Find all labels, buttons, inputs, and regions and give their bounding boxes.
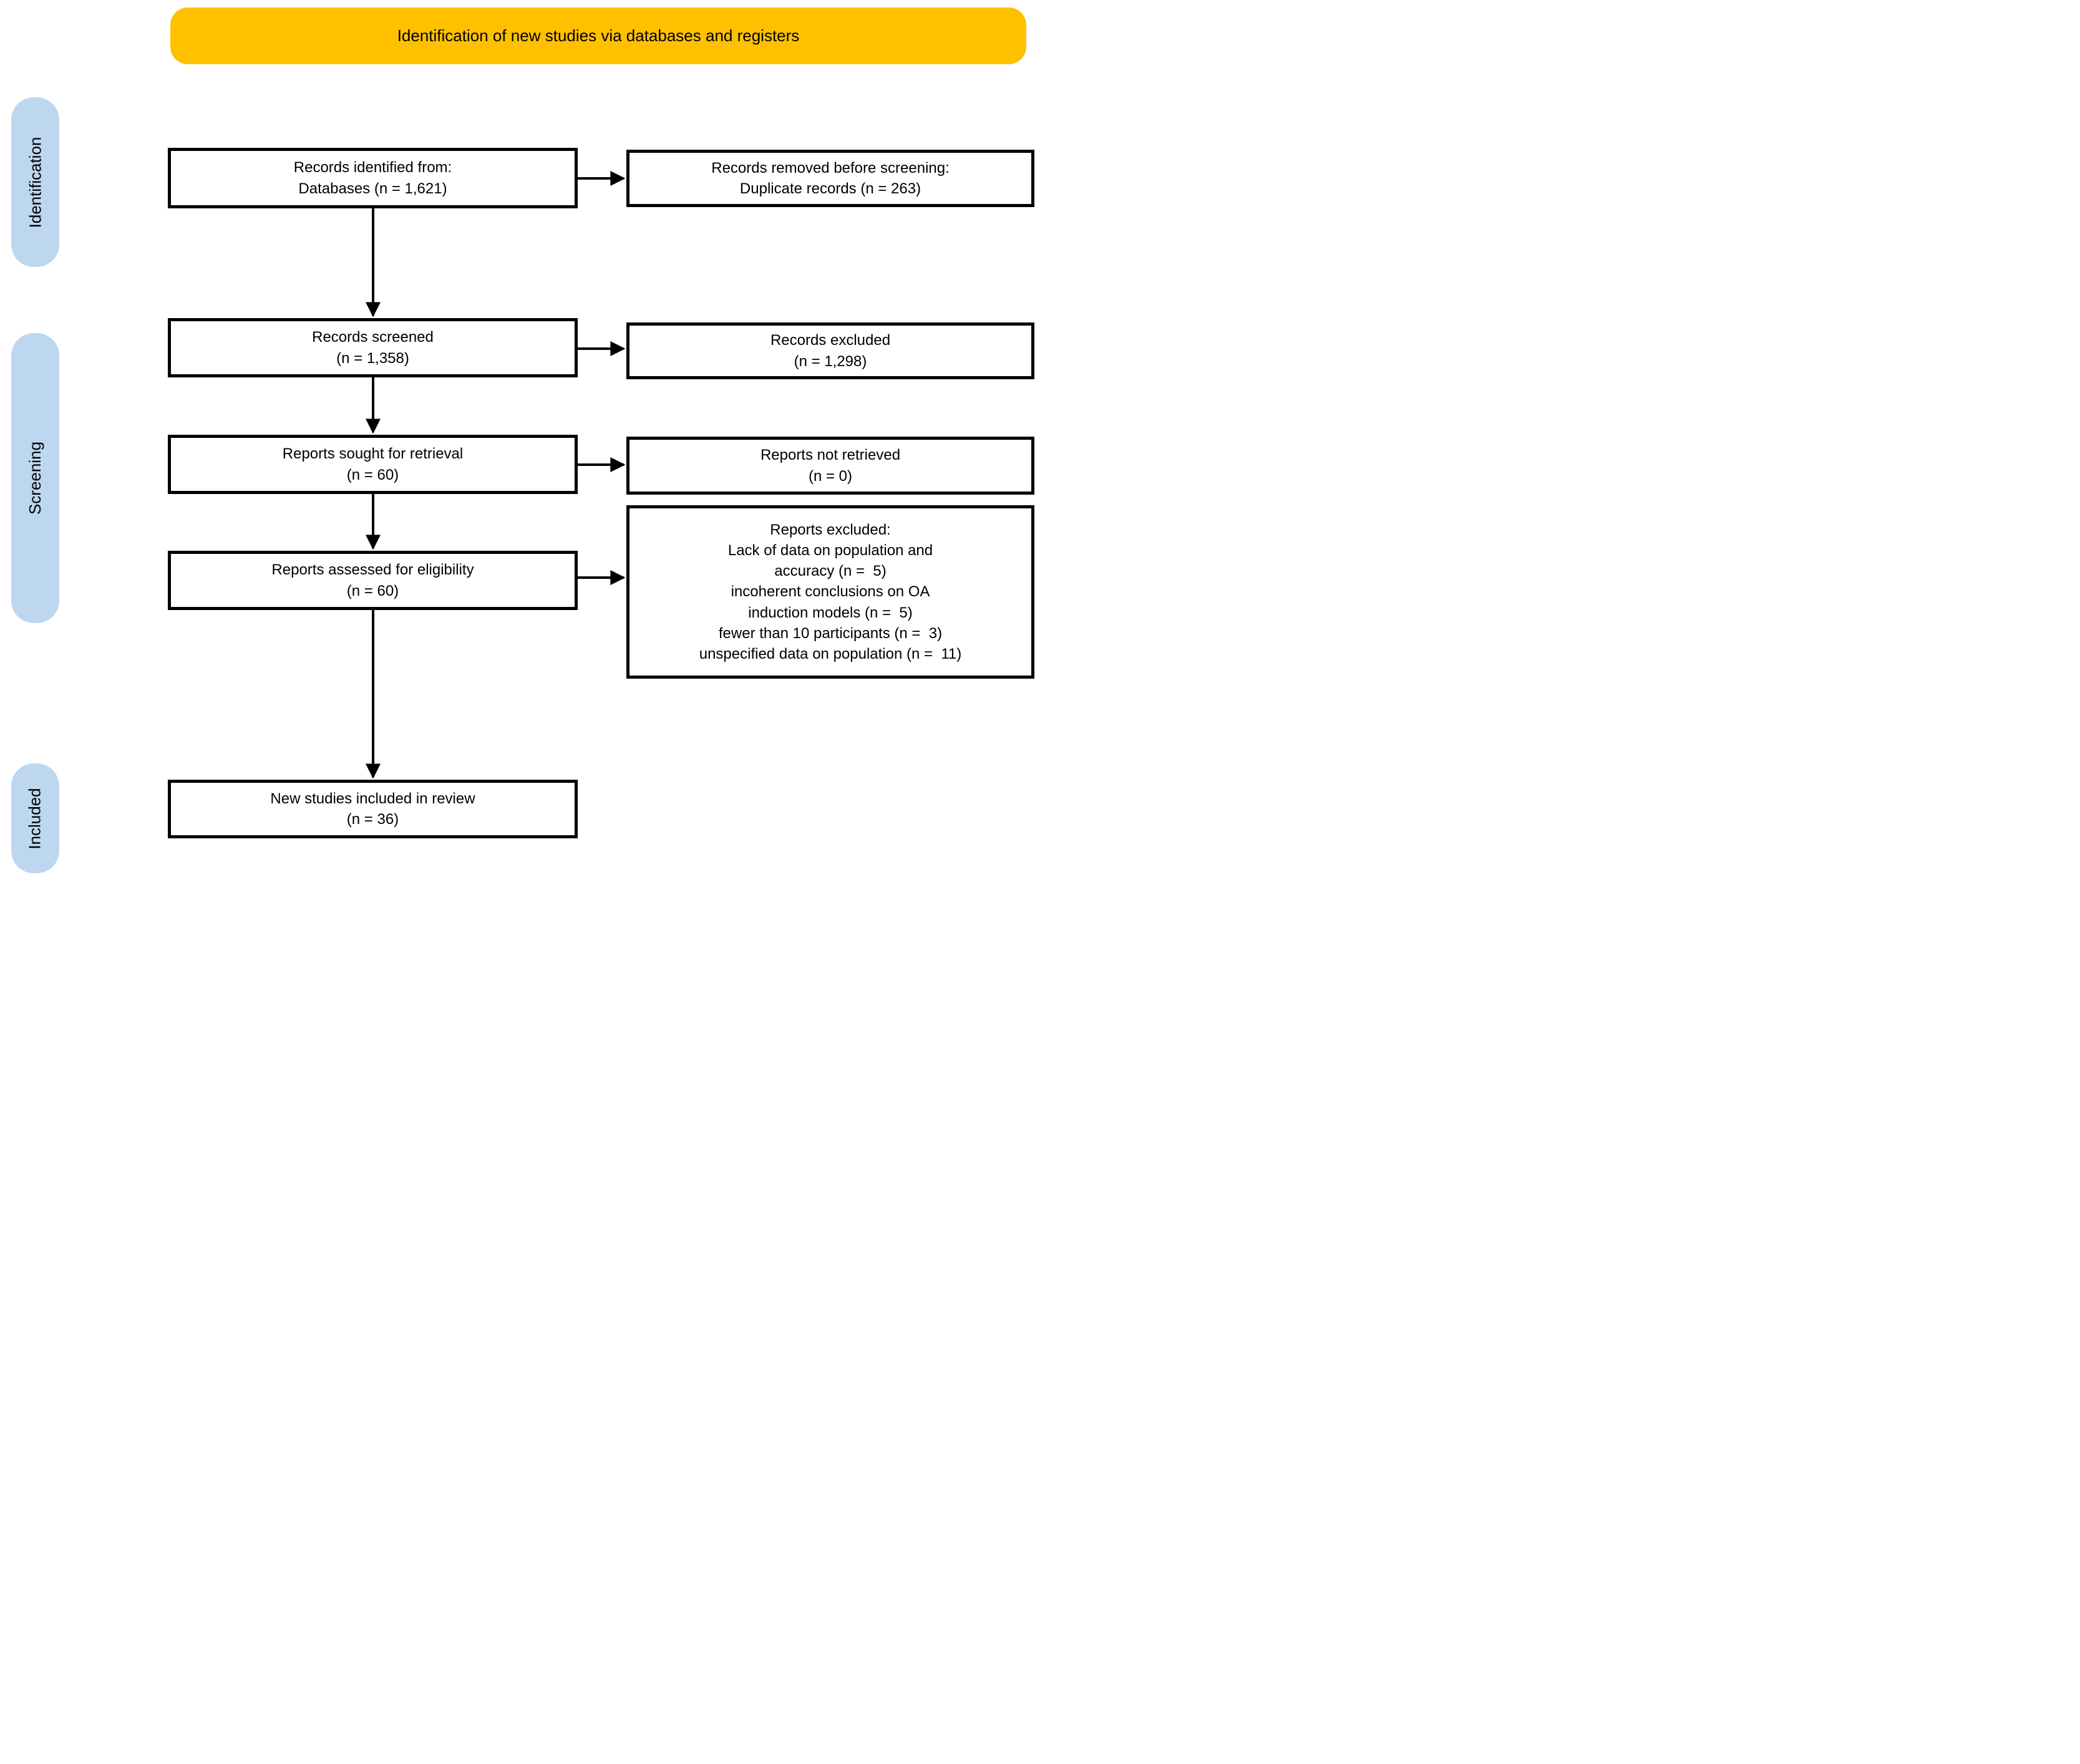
- box-line: Records excluded: [770, 332, 891, 349]
- box-line: Reports assessed for eligibility: [271, 561, 474, 579]
- box-line: (n = 1,298): [794, 352, 867, 370]
- box-records-excluded: Records excluded (n = 1,298): [626, 322, 1034, 379]
- stage-label-identification: Identification: [26, 137, 45, 228]
- box-line: incoherent conclusions on OA: [731, 583, 930, 601]
- box-reports-excluded: Reports excluded: Lack of data on popula…: [626, 505, 1034, 679]
- box-new-studies-included: New studies included in review (n = 36): [168, 780, 578, 838]
- prisma-flow-diagram: Identification of new studies via databa…: [0, 0, 1040, 882]
- box-line: Records identified from:: [293, 159, 452, 177]
- box-line: Records screened: [312, 329, 434, 346]
- box-line: Reports sought for retrieval: [282, 445, 464, 463]
- box-line: (n = 0): [808, 467, 853, 485]
- box-line: (n = 36): [346, 811, 399, 828]
- box-reports-sought: Reports sought for retrieval (n = 60): [168, 435, 578, 494]
- box-line: unspecified data on population (n = 11): [699, 645, 962, 662]
- box-line: induction models (n = 5): [748, 604, 913, 621]
- banner-label: Identification of new studies via databa…: [397, 26, 800, 45]
- box-records-identified: Records identified from: Databases (n = …: [168, 148, 578, 208]
- box-line: Records removed before screening:: [711, 159, 950, 177]
- banner: Identification of new studies via databa…: [170, 7, 1026, 64]
- stage-pill-identification: Identification: [11, 97, 59, 267]
- box-line: (n = 1,358): [336, 349, 409, 367]
- stage-pill-screening: Screening: [11, 333, 59, 623]
- stage-label-included: Included: [26, 787, 44, 850]
- box-records-screened: Records screened (n = 1,358): [168, 318, 578, 377]
- box-records-removed: Records removed before screening: Duplic…: [626, 150, 1034, 207]
- box-reports-not-retrieved: Reports not retrieved (n = 0): [626, 437, 1034, 495]
- box-line: Databases (n = 1,621): [298, 180, 447, 197]
- box-line: (n = 60): [346, 466, 399, 483]
- box-reports-assessed: Reports assessed for eligibility (n = 60…: [168, 551, 578, 610]
- box-line: Reports excluded:: [770, 521, 891, 539]
- box-line: fewer than 10 participants (n = 3): [718, 624, 943, 642]
- stage-label-screening: Screening: [26, 441, 45, 515]
- box-line: Duplicate records (n = 263): [739, 180, 921, 197]
- box-line: New studies included in review: [270, 790, 475, 807]
- box-line: accuracy (n = 5): [774, 563, 887, 580]
- box-line: (n = 60): [346, 582, 399, 599]
- stage-pill-included: Included: [11, 763, 59, 873]
- box-line: Reports not retrieved: [760, 447, 901, 464]
- box-line: Lack of data on population and: [727, 542, 933, 560]
